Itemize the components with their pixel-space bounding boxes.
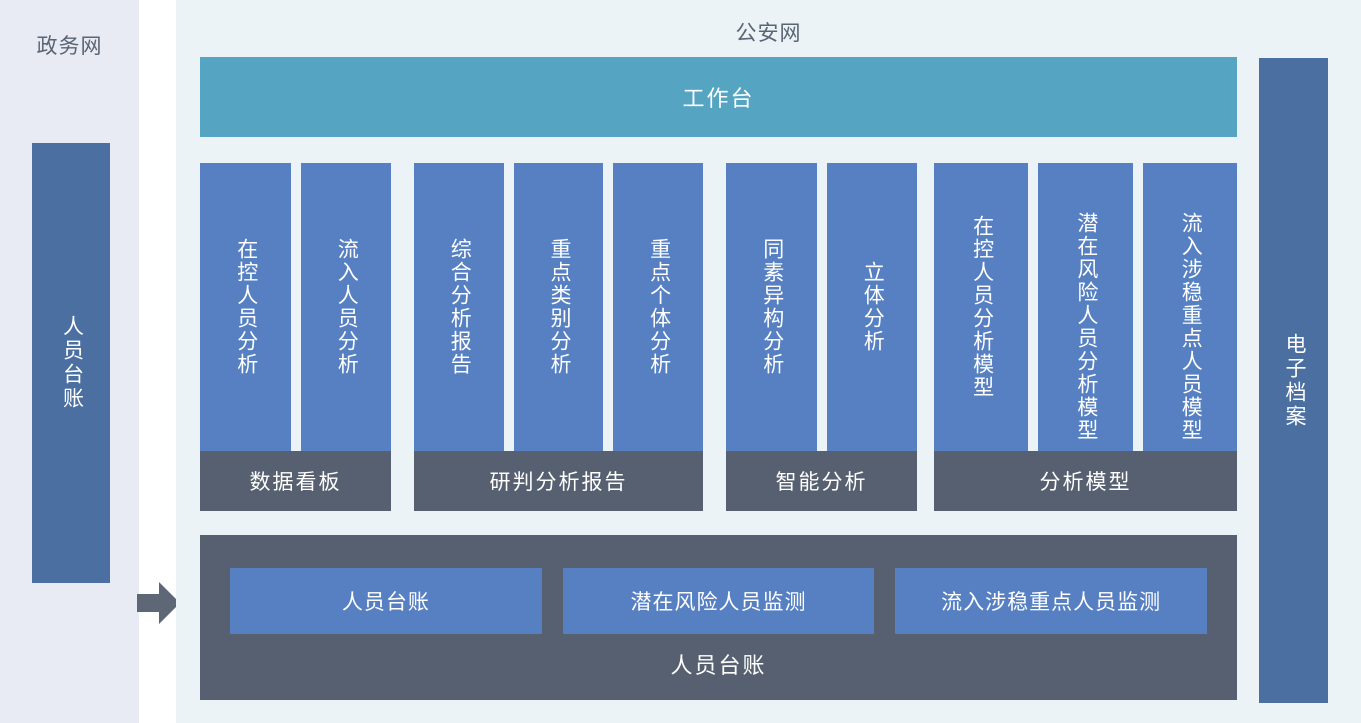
capability-card[interactable]: 流入涉稳重点人员模型 bbox=[1142, 163, 1237, 491]
group-columns: 在控人员分析 流入人员分析 bbox=[200, 163, 391, 459]
group-label: 研判分析报告 bbox=[414, 451, 703, 511]
group-label: 数据看板 bbox=[200, 451, 391, 511]
group-columns: 在控人员分析模型 潜在风险人员分析模型 流入涉稳重点人员模型 bbox=[934, 163, 1237, 491]
group-analysis-report: 综合分析报告 重点类别分析 重点个体分析 研判分析报告 bbox=[414, 163, 704, 511]
group-label-text: 分析模型 bbox=[1039, 471, 1132, 494]
capability-label: 在控人员分析模型 bbox=[970, 215, 994, 399]
group-label: 分析模型 bbox=[934, 451, 1237, 511]
capability-card[interactable]: 潜在风险人员分析模型 bbox=[1038, 163, 1133, 491]
capability-card[interactable]: 同素异构分析 bbox=[726, 163, 817, 451]
flow-arrow-right-icon bbox=[137, 580, 181, 626]
public-security-network-title: 公安网 bbox=[735, 22, 802, 45]
capability-card[interactable]: 在控人员分析 bbox=[200, 163, 291, 451]
capability-card[interactable]: 在控人员分析模型 bbox=[934, 163, 1029, 451]
capability-label: 重点个体分析 bbox=[647, 238, 671, 376]
government-network-title: 政务网 bbox=[36, 35, 103, 58]
group-columns: 同素异构分析 立体分析 bbox=[726, 163, 917, 459]
group-label: 智能分析 bbox=[726, 451, 917, 511]
capability-label: 综合分析报告 bbox=[448, 238, 472, 376]
ledger-button[interactable]: 潜在风险人员监测 bbox=[562, 568, 875, 634]
capability-label: 潜在风险人员分析模型 bbox=[1074, 212, 1098, 442]
ledger-button-label: 潜在风险人员监测 bbox=[630, 591, 807, 614]
capability-card[interactable]: 重点类别分析 bbox=[513, 163, 604, 451]
capability-card[interactable]: 重点个体分析 bbox=[613, 163, 704, 451]
group-label-text: 研判分析报告 bbox=[489, 471, 628, 494]
capability-groups: 在控人员分析 流入人员分析 数据看板 综合分析报告 重点类别 bbox=[200, 163, 1237, 511]
group-intelligent-analysis: 同素异构分析 立体分析 智能分析 bbox=[726, 163, 917, 511]
ledger-button-row: 人员台账 潜在风险人员监测 流入涉稳重点人员监测 bbox=[230, 568, 1208, 634]
ledger-button-label: 人员台账 bbox=[341, 591, 430, 614]
group-label-text: 数据看板 bbox=[249, 471, 342, 494]
group-columns: 综合分析报告 重点类别分析 重点个体分析 bbox=[414, 163, 704, 459]
workbench-label: 工作台 bbox=[682, 86, 755, 111]
electronic-archive-bar[interactable]: 电子档案 bbox=[1259, 58, 1328, 703]
group-data-dashboard: 在控人员分析 流入人员分析 数据看板 bbox=[200, 163, 391, 511]
capability-label: 流入人员分析 bbox=[335, 238, 359, 376]
capability-label: 在控人员分析 bbox=[234, 238, 258, 376]
capability-label: 重点类别分析 bbox=[547, 238, 571, 376]
ledger-caption: 人员台账 bbox=[670, 653, 767, 678]
government-network-panel: 政务网 人员台账 bbox=[0, 0, 139, 723]
capability-label: 同素异构分析 bbox=[760, 238, 784, 376]
capability-card[interactable]: 综合分析报告 bbox=[414, 163, 504, 451]
ledger-button[interactable]: 人员台账 bbox=[230, 568, 542, 634]
ledger-button[interactable]: 流入涉稳重点人员监测 bbox=[895, 568, 1208, 634]
personnel-ledger-source-label: 人员台账 bbox=[60, 315, 84, 411]
public-security-network-panel: 公安网 工作台 在控人员分析 流入人员分析 数据看板 bbox=[176, 0, 1361, 723]
personnel-ledger-panel: 人员台账 潜在风险人员监测 流入涉稳重点人员监测 人员台账 bbox=[200, 535, 1237, 700]
workbench-bar[interactable]: 工作台 bbox=[200, 57, 1237, 137]
group-analysis-model: 在控人员分析模型 潜在风险人员分析模型 流入涉稳重点人员模型 分析模型 bbox=[934, 163, 1237, 511]
personnel-ledger-source-bar[interactable]: 人员台账 bbox=[32, 143, 110, 583]
ledger-button-label: 流入涉稳重点人员监测 bbox=[941, 591, 1162, 614]
capability-card[interactable]: 流入人员分析 bbox=[300, 163, 391, 451]
capability-label: 立体分析 bbox=[861, 261, 885, 353]
capability-label: 流入涉稳重点人员模型 bbox=[1179, 212, 1203, 442]
capability-card[interactable]: 立体分析 bbox=[826, 163, 917, 451]
electronic-archive-label: 电子档案 bbox=[1282, 332, 1306, 429]
group-label-text: 智能分析 bbox=[775, 471, 868, 494]
